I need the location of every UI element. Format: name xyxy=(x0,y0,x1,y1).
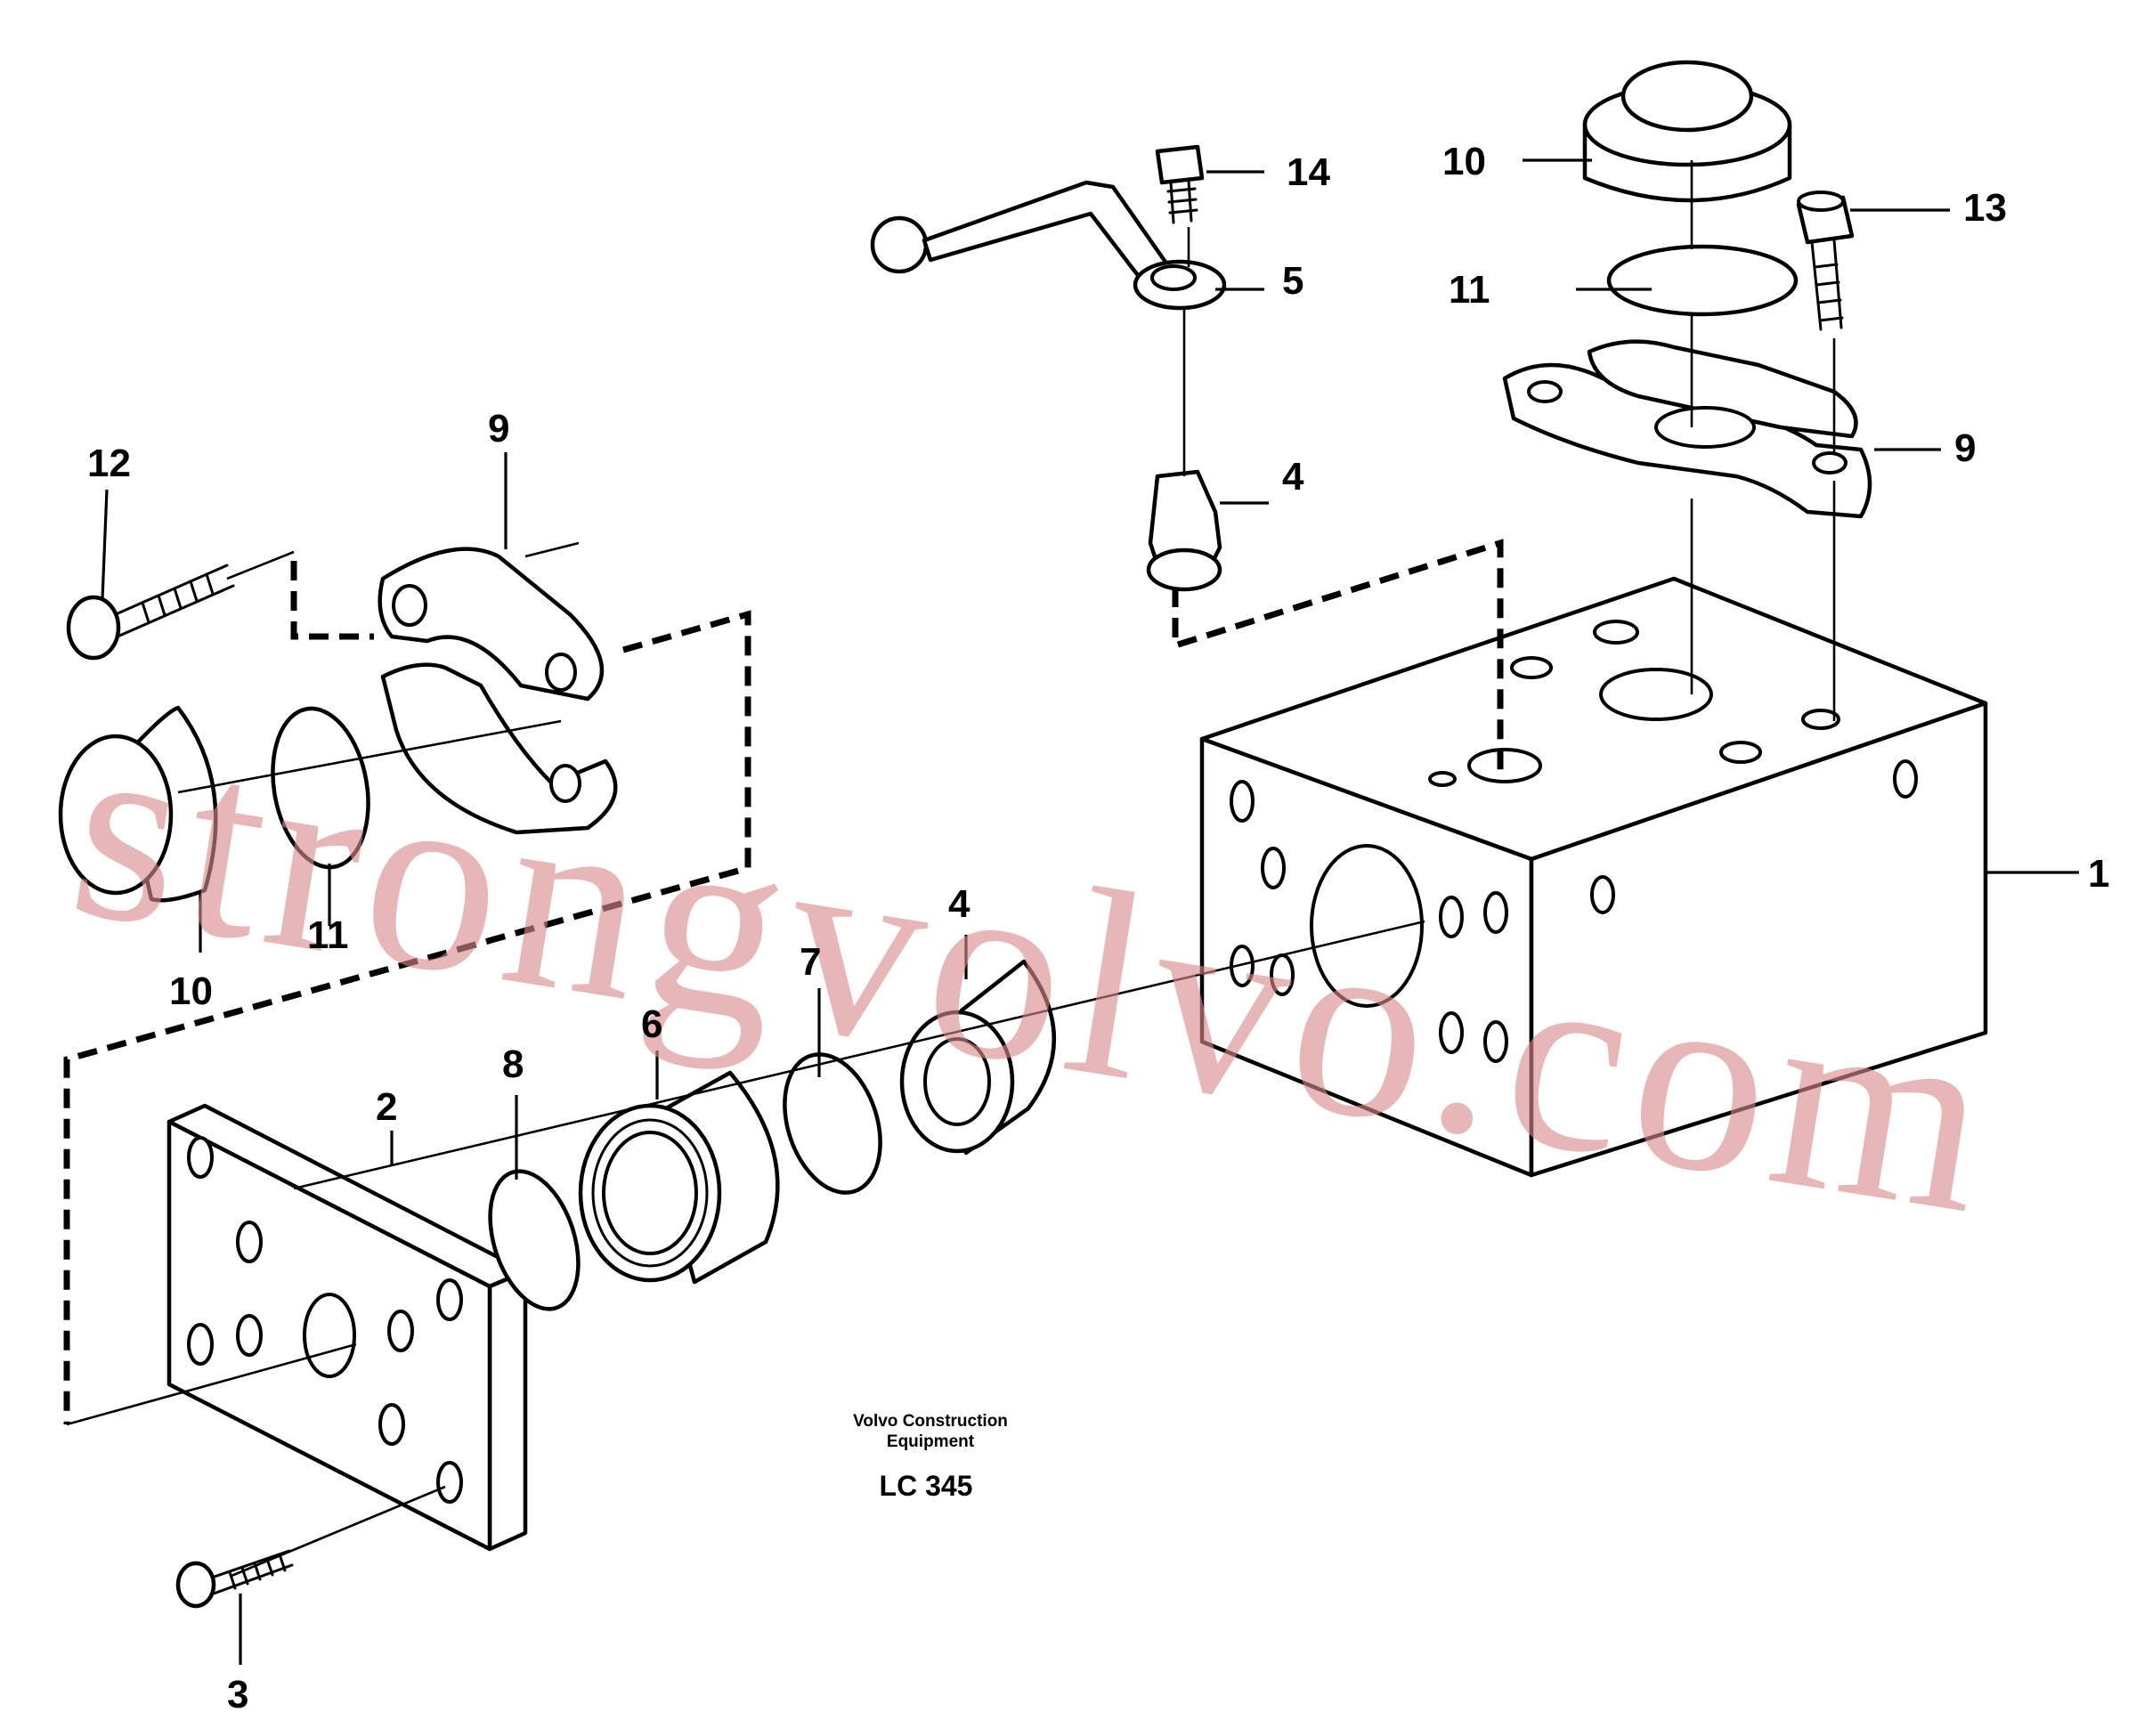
callout-8: 8 xyxy=(502,1042,524,1086)
callout-12: 12 xyxy=(87,442,131,485)
callout-11-right: 11 xyxy=(1449,268,1490,312)
flange-cap-part-10-left xyxy=(58,705,218,903)
callout-11-left: 11 xyxy=(307,913,349,957)
callout-14: 14 xyxy=(1287,150,1330,194)
callout-3: 3 xyxy=(227,1673,248,1716)
valve-housing-block xyxy=(1199,576,1988,1178)
screw-part-14 xyxy=(1155,144,1205,224)
callout-leaders xyxy=(101,158,2079,1665)
screw-part-3 xyxy=(175,1549,294,1609)
o-ring-part-11-left xyxy=(271,706,370,870)
flange-cap-part-10-right xyxy=(1582,60,1792,203)
o-ring-part-8 xyxy=(488,1169,581,1311)
screw-part-13 xyxy=(1796,191,1855,331)
drawing-code: LC 345 xyxy=(880,1470,973,1502)
handle-lever xyxy=(870,180,1227,311)
callout-9-right: 9 xyxy=(1954,426,1976,470)
seat-part-6 xyxy=(578,1070,780,1285)
company-line-2: Equipment xyxy=(887,1432,975,1451)
callout-5: 5 xyxy=(1282,259,1303,303)
callout-9-left: 9 xyxy=(488,407,509,450)
callout-2: 2 xyxy=(376,1085,397,1129)
cover-plate xyxy=(166,1103,528,1552)
company-line-1: Volvo Construction xyxy=(853,1412,1008,1431)
callout-10-left: 10 xyxy=(169,969,213,1013)
o-ring-part-7 xyxy=(783,1052,882,1195)
callout-7: 7 xyxy=(800,940,821,984)
callout-13: 13 xyxy=(1963,186,2007,230)
dashed-assembly-brackets xyxy=(63,539,1504,1424)
callout-6: 6 xyxy=(641,1002,662,1046)
bushing-part-4 xyxy=(899,959,1056,1156)
callout-numbers: 1 2 3 4 4 5 6 7 8 9 9 10 10 11 11 12 13 … xyxy=(87,140,2109,1716)
o-ring-part-11-right xyxy=(1606,244,1799,317)
split-flange-part-9-right xyxy=(1502,339,1872,519)
adapter-part-4-upper xyxy=(1146,469,1222,592)
callout-1: 1 xyxy=(2088,852,2109,896)
callout-4-lower: 4 xyxy=(948,882,970,926)
callout-4-upper: 4 xyxy=(1282,455,1304,499)
callout-10-right: 10 xyxy=(1442,140,1486,183)
assembly-axis-lines xyxy=(66,160,1836,1578)
split-flange-part-9-left xyxy=(378,547,618,835)
screw-part-12 xyxy=(66,564,235,661)
